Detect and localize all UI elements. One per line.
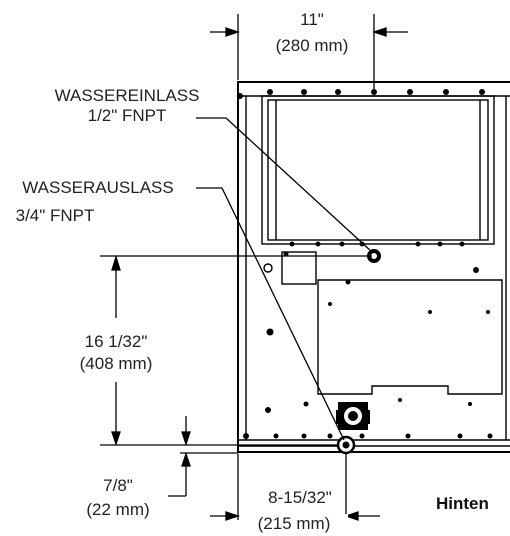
water-outlet-fitting: [336, 435, 356, 455]
dim-width-in: 11": [300, 10, 324, 29]
view-label: Hinten: [436, 494, 489, 513]
dim-width-mm: (280 mm): [275, 36, 349, 55]
outlet-leader: [196, 187, 345, 441]
outlet-label-name: WASSERAUSLASS: [22, 178, 174, 197]
cabinet-outline: [237, 81, 510, 453]
dim-height-mm: (408 mm): [79, 354, 153, 373]
water-inlet-fitting: [367, 249, 381, 263]
drain-pump-unit: [336, 402, 370, 430]
dim-base-mm: (22 mm): [86, 500, 150, 519]
dim-outlet-offset-in: 8-15/32": [268, 488, 332, 507]
outlet-label-size: 3/4" FNPT: [15, 206, 95, 225]
dim-height-in: 16 1/32": [84, 332, 148, 351]
inlet-label-name: WASSEREINLASS: [54, 86, 200, 105]
dim-outlet-offset-mm: (215 mm): [240, 514, 348, 534]
dim-base-in: 7/8": [103, 476, 133, 495]
junction-box: [281, 251, 317, 285]
inlet-leader: [196, 117, 373, 253]
inlet-label-size: 1/2" FNPT: [87, 106, 167, 125]
access-panel: [317, 279, 503, 395]
vent-panel: [261, 95, 495, 245]
